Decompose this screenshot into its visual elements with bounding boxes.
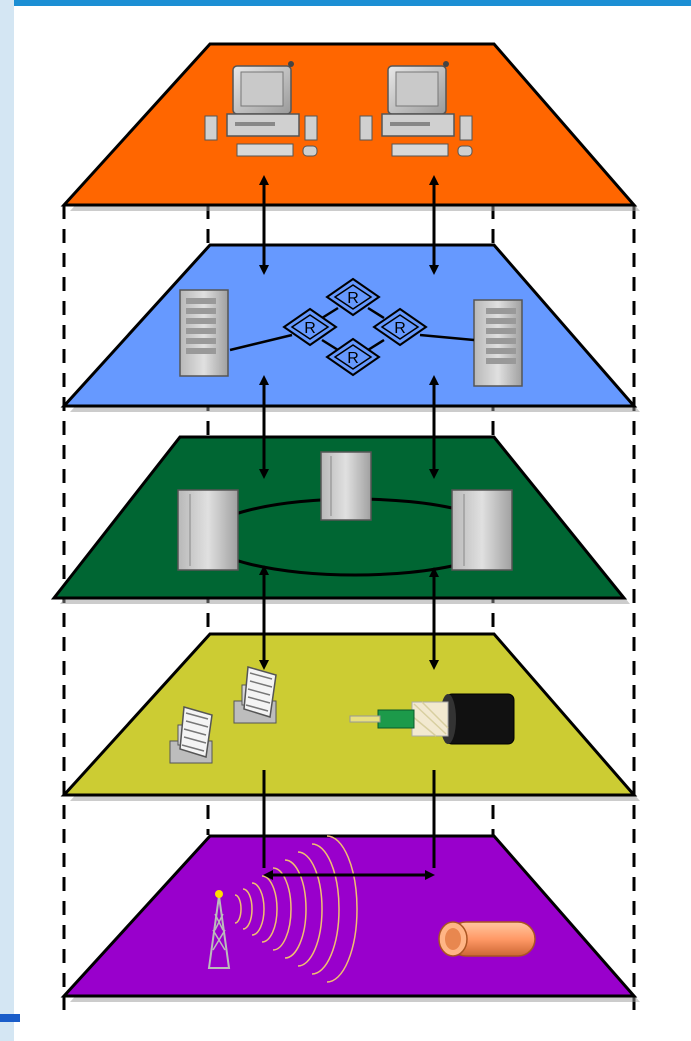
router-label: R	[394, 320, 406, 337]
router-icon: R	[282, 307, 338, 347]
router-icon: R	[325, 337, 381, 377]
microwave-dish-icon	[233, 666, 277, 724]
layer-network	[60, 243, 638, 408]
switch-cabinet-icon	[177, 489, 239, 571]
desktop-computer-icon	[204, 61, 318, 157]
router-label: R	[347, 290, 359, 307]
router-group: R R R R	[282, 277, 428, 377]
radio-tower-icon	[207, 890, 231, 969]
layer-application	[60, 42, 638, 207]
window-left-edge	[0, 0, 14, 1041]
layer-transmission-media	[60, 632, 638, 797]
switch-cabinet-icon	[451, 489, 513, 571]
arrows	[259, 175, 439, 880]
radio-waves-icon	[234, 835, 358, 983]
desktop-computer-icon	[359, 61, 473, 157]
router-label: R	[304, 320, 316, 337]
server-tower-icon	[179, 289, 229, 377]
microwave-dish-icon	[169, 706, 213, 764]
router-links	[229, 306, 475, 352]
server-tower-icon	[473, 299, 523, 387]
window-top-edge	[0, 0, 691, 6]
router-icon: R	[325, 277, 381, 317]
window-left-edge-accent	[0, 1014, 20, 1022]
router-label: R	[347, 350, 359, 367]
coax-pipe-icon	[438, 921, 536, 957]
router-icon: R	[372, 307, 428, 347]
switch-cabinet-icon	[320, 451, 372, 521]
fiber-cable-icon	[349, 693, 515, 745]
